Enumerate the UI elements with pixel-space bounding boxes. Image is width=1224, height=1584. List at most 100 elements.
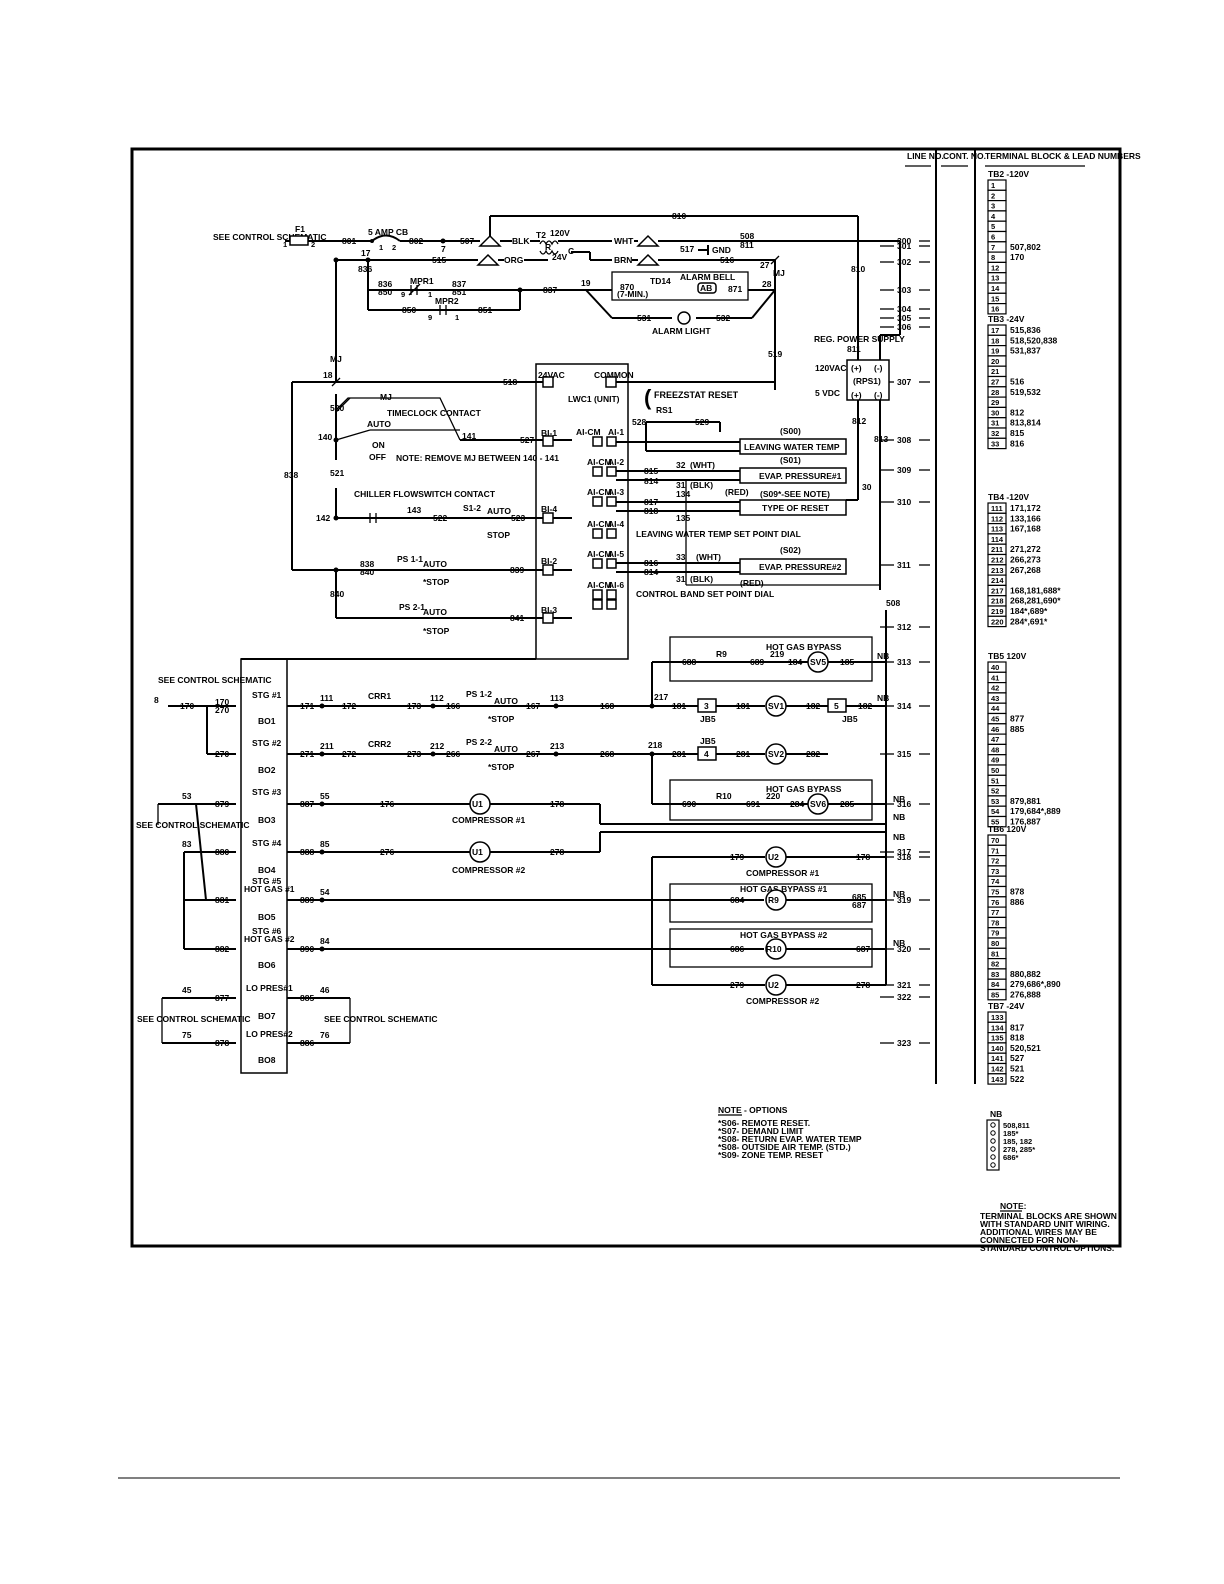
svg-text:167: 167 xyxy=(526,701,540,711)
svg-text:U2: U2 xyxy=(768,980,779,990)
terminal-number: 49 xyxy=(991,756,999,765)
svg-text:COMPRESSOR #1: COMPRESSOR #1 xyxy=(452,815,525,825)
svg-text:*STOP: *STOP xyxy=(488,714,515,724)
svg-text:83: 83 xyxy=(182,839,192,849)
svg-text:170: 170 xyxy=(180,701,194,711)
sensor-leaving-water-temp xyxy=(739,438,847,455)
nb-terminal xyxy=(990,1130,996,1136)
line-number-column: 3003013023033043053063073083093103113123… xyxy=(880,236,930,1048)
terminal-number: 29 xyxy=(991,398,999,407)
svg-text:*S06- REMOTE RESET.: *S06- REMOTE RESET. xyxy=(718,1118,810,1128)
terminal-leads: 266,273 xyxy=(1010,555,1041,565)
svg-text:LO PRES#1: LO PRES#1 xyxy=(246,983,293,993)
svg-text:176: 176 xyxy=(380,799,394,809)
terminal-block-title: TB6 120V xyxy=(988,824,1027,834)
svg-text:838: 838 xyxy=(284,470,298,480)
svg-text:SEE CONTROL SCHEMATIC: SEE CONTROL SCHEMATIC xyxy=(137,1014,251,1024)
terminal-number: 85 xyxy=(991,991,999,1000)
terminal-block-title: TB7 -24V xyxy=(988,1001,1025,1011)
svg-text:BI-2: BI-2 xyxy=(541,556,557,566)
terminal-number: 143 xyxy=(991,1075,1004,1084)
terminal-number: 213 xyxy=(991,566,1004,575)
svg-text:272: 272 xyxy=(342,749,356,759)
header-cont-no: CONT. NO. xyxy=(943,151,986,161)
svg-text:STG #6: STG #6 xyxy=(252,926,282,936)
terminal-leads: 171,172 xyxy=(1010,503,1041,513)
terminal-leads: 507,802 xyxy=(1010,242,1041,252)
svg-text:134: 134 xyxy=(676,489,690,499)
timer-interval: (7-MIN.) xyxy=(617,289,648,299)
svg-text:31: 31 xyxy=(676,480,686,490)
flowswitch-label: CHILLER FLOWSWITCH CONTACT xyxy=(354,489,496,499)
svg-text:85: 85 xyxy=(320,839,330,849)
svg-text:NB: NB xyxy=(893,938,905,948)
svg-text:33: 33 xyxy=(676,552,686,562)
line-number: 319 xyxy=(897,895,911,905)
svg-text:AI-CM: AI-CM xyxy=(587,549,612,559)
svg-text:4: 4 xyxy=(704,749,709,759)
svg-text:168: 168 xyxy=(600,701,614,711)
svg-text:(WHT): (WHT) xyxy=(696,552,721,562)
svg-text:18: 18 xyxy=(323,370,333,380)
svg-text:45: 45 xyxy=(182,985,192,995)
alarm-bell-label: ALARM BELL xyxy=(680,272,735,282)
terminal-number: 50 xyxy=(991,766,999,775)
svg-text:508: 508 xyxy=(740,231,754,241)
line-number: 320 xyxy=(897,944,911,954)
svg-text:532: 532 xyxy=(716,313,730,323)
svg-text:AUTO: AUTO xyxy=(423,559,447,569)
svg-text:EVAP. PRESSURE#2: EVAP. PRESSURE#2 xyxy=(759,562,842,572)
svg-text:9: 9 xyxy=(428,313,432,322)
svg-text:*STOP: *STOP xyxy=(423,626,450,636)
terminal-number: 112 xyxy=(991,514,1003,523)
svg-text:285: 285 xyxy=(840,799,854,809)
svg-text:278: 278 xyxy=(856,980,870,990)
svg-text:885: 885 xyxy=(300,993,314,1003)
svg-text:880: 880 xyxy=(215,847,229,857)
svg-text:220: 220 xyxy=(766,791,780,801)
svg-text:836: 836 xyxy=(358,264,372,274)
line-number: 315 xyxy=(897,749,911,759)
terminal-number: 83 xyxy=(991,970,999,979)
alarm-light-icon xyxy=(677,311,691,325)
fuse-label: F1 xyxy=(295,224,305,234)
terminal-number: 76 xyxy=(991,898,999,907)
terminal-number: 212 xyxy=(991,556,1004,565)
terminal-leads: 877 xyxy=(1010,714,1024,724)
line-number: 314 xyxy=(897,701,911,711)
svg-text:55: 55 xyxy=(320,791,330,801)
line-number: 307 xyxy=(897,377,911,387)
terminal-number: 218 xyxy=(991,597,1004,606)
reset-selector xyxy=(739,499,847,516)
line-number: 300 xyxy=(897,236,911,246)
svg-text:217: 217 xyxy=(654,692,668,702)
line-number: 309 xyxy=(897,465,911,475)
svg-text:801: 801 xyxy=(342,236,356,246)
svg-text:(: ( xyxy=(644,385,652,410)
svg-text:LO PRES#2: LO PRES#2 xyxy=(246,1029,293,1039)
svg-text:5: 5 xyxy=(834,701,839,711)
svg-text:890: 890 xyxy=(300,944,314,954)
svg-text:(BLK): (BLK) xyxy=(690,574,713,584)
svg-text:(-): (-) xyxy=(874,363,883,373)
svg-text:889: 889 xyxy=(300,895,314,905)
svg-text:689: 689 xyxy=(750,657,764,667)
nb-terminal xyxy=(990,1146,996,1152)
terminal xyxy=(987,1073,1007,1085)
svg-text:211: 211 xyxy=(320,741,334,751)
svg-text:871: 871 xyxy=(728,284,742,294)
nb-leads: 185, 182 xyxy=(1003,1137,1032,1146)
terminal-number: 42 xyxy=(991,684,999,693)
terminal-number: 20 xyxy=(991,357,999,366)
sensor-evap-pressure-2 xyxy=(739,558,847,575)
terminal-number: 220 xyxy=(991,617,1004,626)
terminal-number: 47 xyxy=(991,735,999,744)
terminal-number: 81 xyxy=(991,949,999,958)
svg-text:LEAVING WATER TEMP: LEAVING WATER TEMP xyxy=(744,442,840,452)
terminal-number: 43 xyxy=(991,694,999,703)
svg-text:28: 28 xyxy=(762,279,772,289)
svg-text:BO5: BO5 xyxy=(258,912,276,922)
svg-text:281: 281 xyxy=(672,749,686,759)
note-terminal-blocks: NOTE: TERMINAL BLOCKS ARE SHOWN WITH STA… xyxy=(980,1201,1117,1253)
